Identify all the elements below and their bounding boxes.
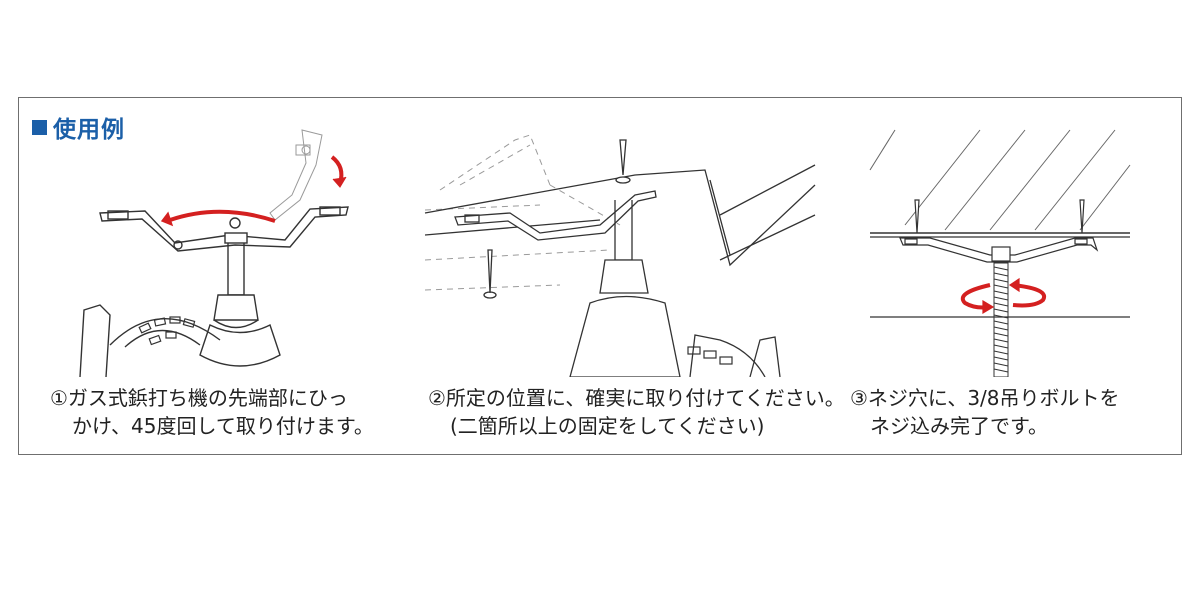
usage-example-panel [18,97,1182,455]
step2-caption-line1: ②所定の位置に、確実に取り付けてください。 [428,386,845,410]
square-bullet-icon [32,119,47,135]
section-heading: 使用例 [32,110,125,144]
step1-caption-line2: かけ、45度回して取り付けます。 [72,414,374,438]
step3-caption-line1: ③ネジ穴に、3/8吊りボルトを [850,386,1120,410]
step3-illustration [869,129,1131,377]
step1-illustration [79,129,349,377]
step3-caption: ③ネジ穴に、3/8吊りボルトを ネジ込み完了です。 [850,384,1120,440]
step3-caption-line2: ネジ込み完了です。 [870,414,1048,438]
step2-illustration [424,134,816,377]
step2-caption: ②所定の位置に、確実に取り付けてください。 (二箇所以上の固定をしてください) [428,384,845,440]
section-title: 使用例 [53,117,125,143]
step1-caption-line1: ①ガス式鋲打ち機の先端部にひっ [50,386,348,410]
step1-caption: ①ガス式鋲打ち機の先端部にひっ かけ、45度回して取り付けます。 [50,384,374,440]
step2-caption-line2: (二箇所以上の固定をしてください) [450,414,765,438]
